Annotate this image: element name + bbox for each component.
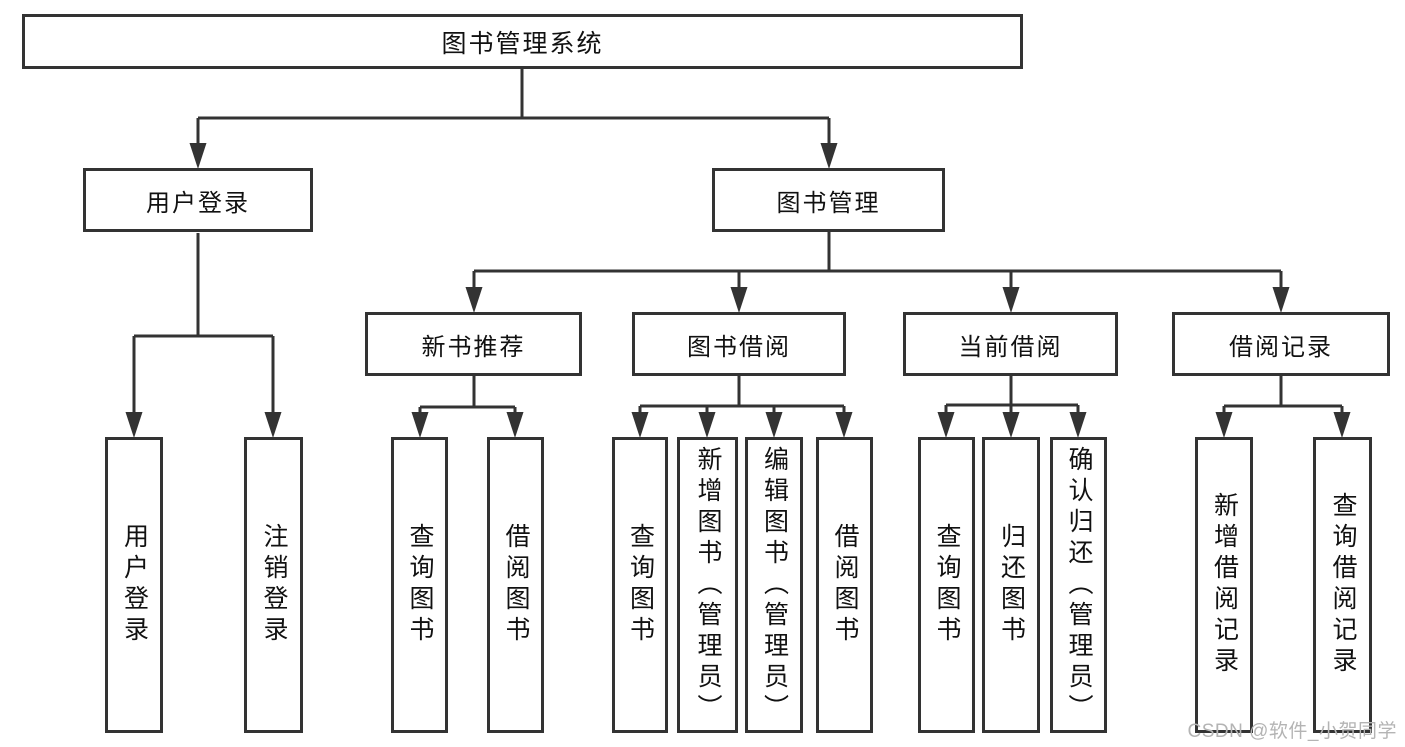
node-label: 借阅图书 (502, 523, 530, 647)
node-label: 归还图书 (997, 523, 1026, 647)
arrowhead-icon (765, 412, 783, 438)
node-label: 借阅记录 (1229, 333, 1333, 361)
node-book-borrowing: 图书借阅 (632, 312, 846, 376)
node-label: 注销登录 (260, 523, 288, 647)
leaf-query-books-current: 查询图书 (918, 437, 975, 733)
node-label: 查询图书 (933, 523, 961, 647)
arrowhead-icon (506, 412, 524, 438)
leaf-return-books: 归还图书 (982, 437, 1040, 733)
node-label: 当前借阅 (958, 333, 1063, 361)
arrowhead-icon (125, 412, 143, 438)
arrowhead-icon (1333, 412, 1351, 438)
node-label: 编辑图书（管理员） (760, 445, 789, 725)
node-label: 确认归还（管理员） (1065, 445, 1093, 725)
node-borrowing-records: 借阅记录 (1172, 312, 1390, 376)
node-label: 图书管理系统 (441, 29, 604, 58)
arrowhead-icon (835, 412, 853, 438)
node-label: 借阅图书 (831, 523, 859, 647)
node-user-login: 用户登录 (83, 168, 313, 232)
connector-paths (132, 69, 1344, 414)
arrowhead-icon (1215, 412, 1233, 438)
node-label: 查询图书 (406, 523, 434, 647)
leaf-borrow-books-borrowing: 借阅图书 (816, 437, 873, 733)
leaf-confirm-return-admin: 确认归还（管理员） (1050, 437, 1107, 733)
node-label: 用户登录 (146, 189, 250, 217)
leaf-borrow-books-newbook: 借阅图书 (487, 437, 544, 733)
arrowhead-icon (698, 412, 716, 438)
watermark-text: CSDN @软件_小贺同学 (1187, 721, 1397, 742)
leaf-edit-book-admin: 编辑图书（管理员） (745, 437, 803, 733)
node-label: 图书管理 (776, 189, 881, 217)
arrowhead-icon (1002, 287, 1020, 313)
leaf-query-borrow-record: 查询借阅记录 (1313, 437, 1372, 733)
node-label: 新增借阅记录 (1210, 492, 1239, 678)
node-new-book-recommendation: 新书推荐 (365, 312, 582, 376)
arrowhead-icon (730, 287, 748, 313)
arrowhead-icon (1002, 412, 1020, 438)
node-system-root: 图书管理系统 (22, 14, 1023, 69)
leaf-query-books-borrowing: 查询图书 (612, 437, 668, 733)
arrowhead-icon (1272, 287, 1290, 313)
leaf-add-book-admin: 新增图书（管理员） (677, 437, 738, 733)
arrowhead-icon (1069, 412, 1087, 438)
node-label: 新增图书（管理员） (694, 445, 722, 725)
leaf-user-login: 用户登录 (105, 437, 163, 733)
arrowhead-icon (820, 143, 838, 169)
node-current-borrowing: 当前借阅 (903, 312, 1118, 376)
node-label: 图书借阅 (687, 333, 791, 361)
leaf-add-borrow-record: 新增借阅记录 (1195, 437, 1253, 733)
leaf-query-books-newbook: 查询图书 (391, 437, 448, 733)
arrowhead-icon (937, 412, 955, 438)
node-label: 查询借阅记录 (1329, 492, 1357, 678)
node-label: 新书推荐 (421, 333, 526, 361)
arrowhead-icon (411, 412, 429, 438)
arrowhead-icon (631, 412, 649, 438)
node-label: 查询图书 (626, 523, 655, 647)
watermark: CSDN @软件_小贺同学 (1188, 716, 1397, 743)
arrowhead-icon (189, 143, 207, 169)
arrowhead-icon (264, 412, 282, 438)
node-label: 用户登录 (120, 523, 149, 647)
node-book-management: 图书管理 (712, 168, 945, 232)
arrowhead-icon (465, 287, 483, 313)
leaf-logout: 注销登录 (244, 437, 303, 733)
